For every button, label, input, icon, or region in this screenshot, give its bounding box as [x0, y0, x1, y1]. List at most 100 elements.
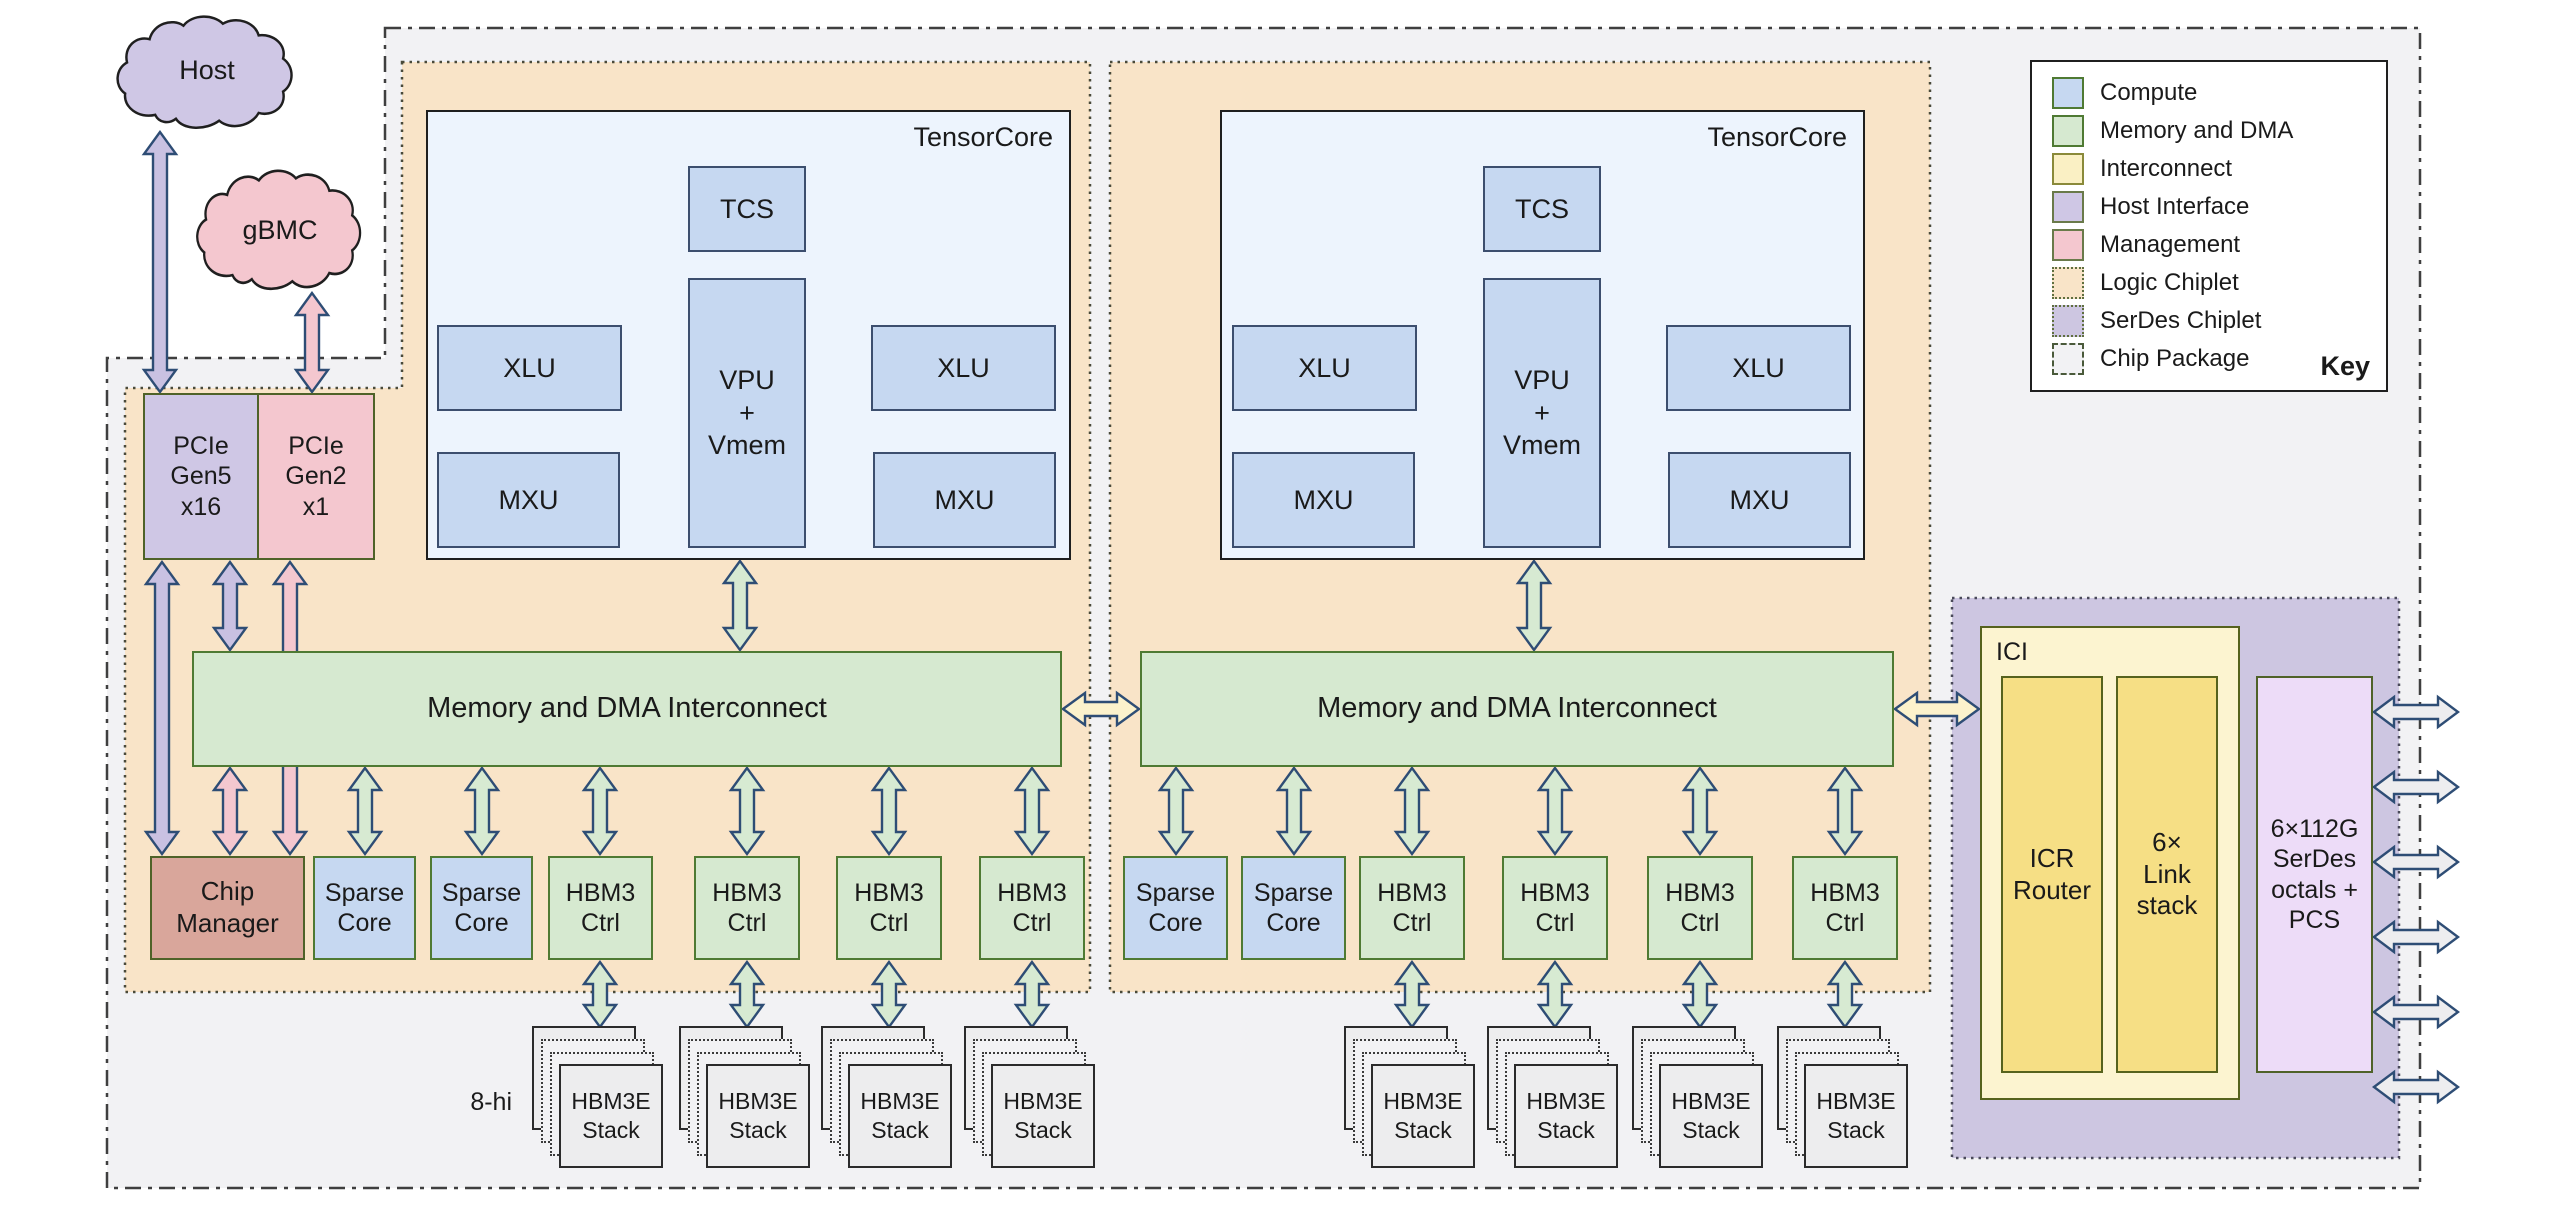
flow-arrow: [2372, 919, 2460, 955]
stack-height-note: 8-hi: [470, 1088, 512, 1116]
gbmc-cloud-label: gBMC: [242, 214, 318, 245]
flow-arrow: [870, 765, 908, 857]
flow-arrow: [463, 765, 501, 857]
sparse-core-block: Sparse Core: [313, 856, 416, 960]
flow-arrow: [2372, 694, 2460, 730]
flow-arrow: [1681, 765, 1719, 857]
xlu-left-block-1: XLU: [437, 325, 622, 411]
hbm3e-stack: HBM3E Stack: [1344, 1026, 1476, 1168]
legend-item-memory-dma: Memory and DMA: [2052, 112, 2386, 150]
flow-arrow: [2372, 1069, 2460, 1105]
flow-arrow: [1157, 765, 1195, 857]
hbm3e-stack-label: HBM3E Stack: [559, 1064, 663, 1168]
xlu-right-block-2: XLU: [1666, 325, 1851, 411]
flow-arrow: [143, 559, 181, 857]
flow-arrow: [141, 129, 179, 395]
hbm3e-stack-label: HBM3E Stack: [706, 1064, 810, 1168]
flow-arrow: [1515, 558, 1553, 653]
hbm3-ctrl-block: HBM3 Ctrl: [979, 856, 1085, 960]
flow-arrow: [211, 559, 249, 653]
legend-item-chip-package: Chip Package: [2052, 340, 2386, 378]
mxu-left-block-2: MXU: [1232, 452, 1415, 548]
link-stack-block: 6× Link stack: [2116, 676, 2218, 1073]
gbmc-cloud: [196, 169, 362, 291]
tensorcore-2-title: TensorCore: [1707, 122, 1847, 152]
flow-arrow: [2372, 769, 2460, 805]
legend-item-interconnect: Interconnect: [2052, 150, 2386, 188]
logic-chiplet-swatch-icon: [2052, 267, 2084, 299]
chip-package-swatch-icon: [2052, 343, 2084, 375]
hbm3e-stack-label: HBM3E Stack: [848, 1064, 952, 1168]
hbm3e-stack: HBM3E Stack: [679, 1026, 811, 1168]
hbm3e-stack: HBM3E Stack: [1777, 1026, 1909, 1168]
serdes-octals-block: 6×112G SerDes octals + PCS: [2256, 676, 2373, 1073]
hbm3e-stack: HBM3E Stack: [964, 1026, 1096, 1168]
legend-item-host-interface: Host Interface: [2052, 188, 2386, 226]
chip-manager-block: Chip Manager: [150, 856, 305, 960]
flow-arrow: [728, 765, 766, 857]
sparse-core-block: Sparse Core: [1123, 856, 1228, 960]
flow-arrow: [2372, 844, 2460, 880]
vpu-vmem-block-2: VPU + Vmem: [1483, 278, 1601, 548]
host-cloud-label: Host: [179, 54, 235, 85]
sparse-core-block: Sparse Core: [1241, 856, 1346, 960]
legend-item-compute: Compute: [2052, 74, 2386, 112]
hbm3-ctrl-block: HBM3 Ctrl: [1792, 856, 1898, 960]
xlu-right-block-1: XLU: [871, 325, 1056, 411]
legend-title: Key: [2320, 351, 2370, 381]
legend-item-logic-chiplet: Logic Chiplet: [2052, 264, 2386, 302]
pcie-gen2-block: PCIe Gen2 x1: [257, 393, 375, 560]
flow-arrow: [1826, 765, 1864, 857]
hbm3-ctrl-block: HBM3 Ctrl: [694, 856, 800, 960]
mxu-left-block-1: MXU: [437, 452, 620, 548]
hbm3e-stack-label: HBM3E Stack: [1514, 1064, 1618, 1168]
interconnect-swatch-icon: [2052, 153, 2084, 185]
flow-arrow: [211, 765, 249, 857]
legend-item-management: Management: [2052, 226, 2386, 264]
hbm3-ctrl-block: HBM3 Ctrl: [1647, 856, 1753, 960]
management-swatch-icon: [2052, 229, 2084, 261]
compute-swatch-icon: [2052, 77, 2084, 109]
mxu-right-block-1: MXU: [873, 452, 1056, 548]
hbm3-ctrl-block: HBM3 Ctrl: [1359, 856, 1465, 960]
flow-arrow: [1536, 765, 1574, 857]
tcs-block-1: TCS: [688, 166, 806, 252]
hbm3e-stack-label: HBM3E Stack: [1659, 1064, 1763, 1168]
hbm3-ctrl-block: HBM3 Ctrl: [548, 856, 653, 960]
hbm3e-stack: HBM3E Stack: [1632, 1026, 1764, 1168]
flow-arrow: [1393, 765, 1431, 857]
flow-arrow: [346, 765, 384, 857]
host-cloud: [116, 15, 293, 129]
flow-arrow: [1060, 690, 1142, 728]
tcs-block-2: TCS: [1483, 166, 1601, 252]
hbm3-ctrl-block: HBM3 Ctrl: [1502, 856, 1608, 960]
xlu-left-block-2: XLU: [1232, 325, 1417, 411]
hbm3e-stack-label: HBM3E Stack: [1371, 1064, 1475, 1168]
flow-arrow: [1892, 690, 1982, 728]
memory-dma-interconnect-1: Memory and DMA Interconnect: [192, 651, 1062, 767]
hbm3e-stack: HBM3E Stack: [532, 1026, 664, 1168]
icr-router-block: ICR Router: [2001, 676, 2103, 1073]
sparse-core-block: Sparse Core: [430, 856, 533, 960]
pcie-gen5-block: PCIe Gen5 x16: [143, 393, 259, 560]
hbm3e-stack-label: HBM3E Stack: [991, 1064, 1095, 1168]
tensorcore-1-title: TensorCore: [913, 122, 1053, 152]
legend-item-serdes-chiplet: SerDes Chiplet: [2052, 302, 2386, 340]
mxu-right-block-2: MXU: [1668, 452, 1851, 548]
memory-dma-interconnect-2: Memory and DMA Interconnect: [1140, 651, 1894, 767]
serdes-chiplet-swatch-icon: [2052, 305, 2084, 337]
host-interface-swatch-icon: [2052, 191, 2084, 223]
hbm3e-stack-label: HBM3E Stack: [1804, 1064, 1908, 1168]
hbm3-ctrl-block: HBM3 Ctrl: [836, 856, 942, 960]
ici-title: ICI: [1996, 638, 2028, 666]
flow-arrow: [293, 290, 331, 395]
flow-arrow: [581, 765, 619, 857]
flow-arrow: [1013, 765, 1051, 857]
memory-dma-swatch-icon: [2052, 115, 2084, 147]
flow-arrow: [1275, 765, 1313, 857]
vpu-vmem-block-1: VPU + Vmem: [688, 278, 806, 548]
flow-arrow: [2372, 994, 2460, 1030]
flow-arrow: [721, 558, 759, 653]
legend: Compute Memory and DMA Interconnect Host…: [2030, 60, 2388, 392]
